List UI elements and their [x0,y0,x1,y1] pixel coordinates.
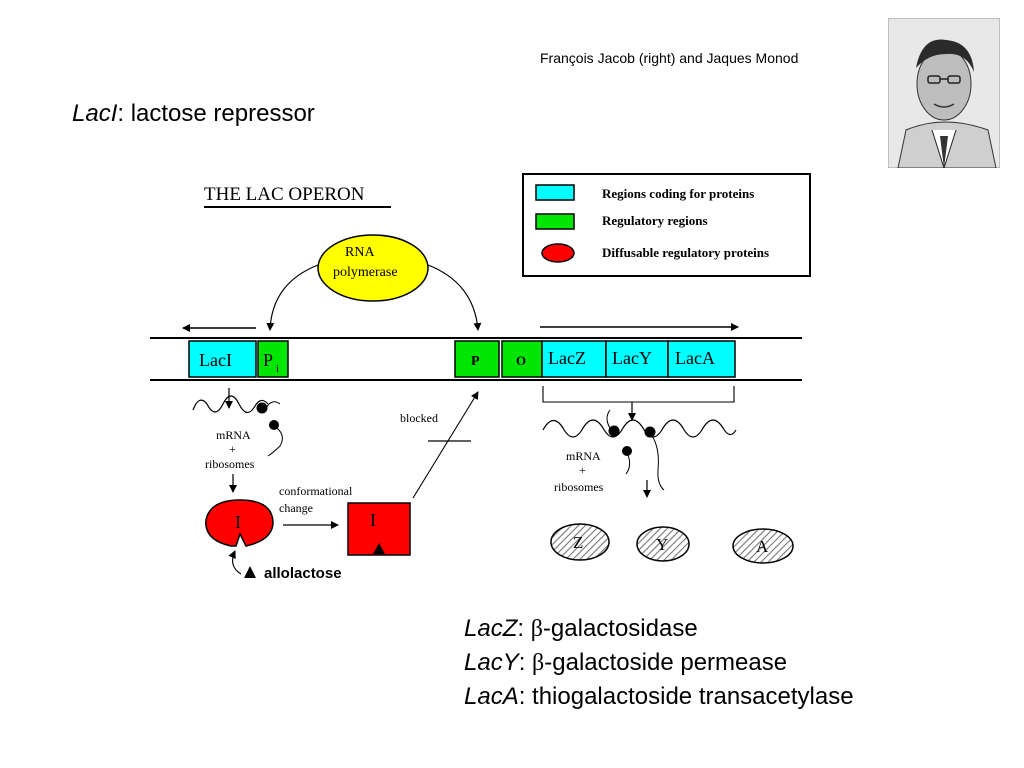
lacz-line: LacZ: β-galactosidase [464,612,854,646]
left-peptide-1 [265,401,281,409]
lacy-beta-symbol: β [532,650,545,676]
segment-lacz-label: LacZ [548,348,586,368]
right-mrna-label: mRNA [566,449,601,463]
segment-laca [667,340,736,378]
blocked-label: blocked [400,411,438,425]
lacy-colon: : [518,649,533,676]
protein-y-label: Y [656,535,668,554]
portrait-photo [888,18,1000,168]
segment-lacy-label: LacY [612,348,652,368]
protein-a [732,528,794,564]
legend-regulatory-swatch [535,213,575,230]
right-plus-label: + [579,463,586,477]
laci-heading: LacI: lactose repressor [72,100,315,128]
protein-z [550,523,610,561]
segment-laca-label: LacA [675,348,715,368]
segment-pi-label: P [263,350,273,370]
right-ribosome-3 [644,426,656,438]
gene-function-list: LacZ: β-galactosidase LacY: β-galactosid… [464,612,854,714]
legend-coding-label: Regions coding for proteins [602,186,754,201]
lacz-name: LacZ [464,615,518,642]
laci-gene-name: LacI [72,100,118,127]
left-ribosomes-label: ribosomes [205,457,255,471]
left-mrna-label: mRNA [216,428,251,442]
right-ribosome-1 [608,425,620,437]
segment-p [454,340,500,378]
protein-a-label: A [756,537,769,556]
right-ribosomes-label: ribosomes [554,480,604,494]
legend-protein-swatch [541,243,575,263]
segment-pi-subscript: i [276,363,279,375]
polymerase-arrow-left [266,264,319,331]
repressor-inactive-label: I [370,510,376,530]
legend-protein-label: Diffusable regulatory proteins [602,245,769,260]
diagram-title: THE LAC OPERON [204,184,365,205]
right-peptide-1 [606,409,611,429]
bound-allolactose-triangle [373,543,385,554]
repressor-active [205,499,274,547]
allolactose-triangle [244,566,256,578]
lacy-line: LacY: β-galactoside permease [464,646,854,680]
repressor-active-label: I [235,512,241,532]
conformational-label-2: change [279,501,313,515]
conformational-label-1: conformational [279,484,353,498]
segment-o-label: O [516,353,526,368]
lacz-beta-symbol: β [530,616,543,642]
operon-transcript-bracket [542,386,735,403]
polymerase-arrow-right [427,264,482,331]
allolactose-binding-arrow [228,550,242,575]
laca-line: LacA: thiogalactoside transacetylase [464,680,854,714]
segment-lacz [541,340,607,378]
legend-coding-swatch [535,184,575,201]
protein-z-label: Z [573,533,583,552]
blocked-arrow [412,391,479,499]
laca-name: LacA [464,683,519,710]
lacz-colon: : [517,615,531,642]
segment-pi [257,340,289,378]
legend-regulatory-label: Regulatory regions [602,213,708,228]
right-peptide-3 [651,435,665,491]
left-ribosome-2 [269,420,279,430]
left-ribosome-1 [256,402,268,414]
left-peptide-2 [267,427,283,457]
lacy-name: LacY [464,649,519,676]
segment-laci [188,340,257,378]
photo-caption: François Jacob (right) and Jaques Monod [540,50,799,66]
segment-p-label: P [471,354,480,369]
laca-description: : thiogalactoside transacetylase [518,683,854,710]
segment-laci-label: LacI [199,350,232,370]
rna-polymerase [317,234,429,302]
left-mrna-strand [192,395,269,414]
rna-polymerase-label-2: polymerase [333,265,398,280]
left-plus-label: + [229,442,236,456]
right-mrna-strand [542,419,737,438]
lacy-description: -galactoside permease [544,649,788,676]
repressor-inactive [347,502,411,556]
rna-polymerase-label-1: RNA [345,245,375,260]
lacz-description: -galactosidase [542,615,698,642]
laci-description: : lactose repressor [117,100,315,127]
allolactose-label: allolactose [264,565,342,582]
protein-y [636,526,690,562]
right-peptide-2 [625,454,631,475]
right-ribosome-2 [622,446,632,456]
